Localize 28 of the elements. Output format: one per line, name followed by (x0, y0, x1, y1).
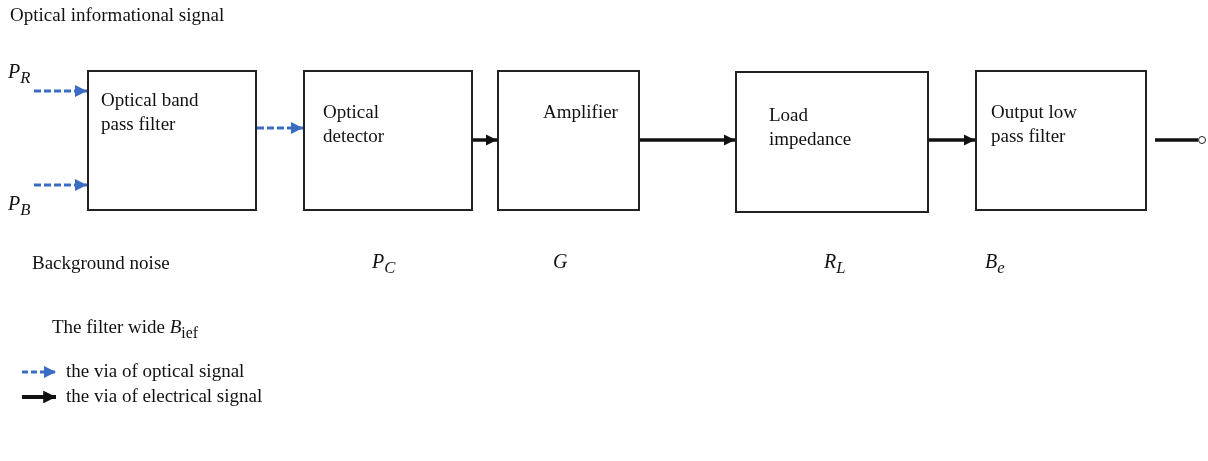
arrow (34, 179, 87, 191)
note: The filter wide B$_{ief}$ (52, 316, 198, 342)
signal-caption: Optical informational signal (10, 4, 225, 26)
arrow (34, 85, 87, 97)
process-box (87, 70, 257, 211)
output-terminal (1198, 136, 1206, 144)
signal-caption: Background noise (32, 252, 170, 274)
legend-label: the via of electrical signal (66, 385, 263, 407)
arrow (257, 122, 303, 134)
parameter-symbol: P$_{C}$ (372, 250, 396, 278)
box-label: Amplifier (543, 100, 619, 124)
arrow (640, 134, 735, 146)
process-box (497, 70, 640, 211)
arrow (929, 134, 975, 146)
signal-symbol: P$_{R}$ (8, 60, 31, 88)
parameter-symbol: R$_{L}$ (824, 250, 846, 278)
parameter-symbol: B$_{e}$ (985, 250, 1005, 278)
process-box (735, 71, 929, 213)
process-box (975, 70, 1147, 211)
process-box (303, 70, 473, 211)
box-label: Load impedance (769, 103, 853, 151)
signal-symbol: P$_{B}$ (8, 192, 31, 220)
parameter-symbol: G (553, 250, 568, 273)
legend-label: the via of optical signal (66, 360, 245, 382)
box-label: Optical detector (323, 100, 386, 148)
box-label: Optical band pass filter (101, 88, 199, 136)
box-label: Output low pass filter (991, 100, 1079, 148)
arrow (473, 134, 497, 146)
